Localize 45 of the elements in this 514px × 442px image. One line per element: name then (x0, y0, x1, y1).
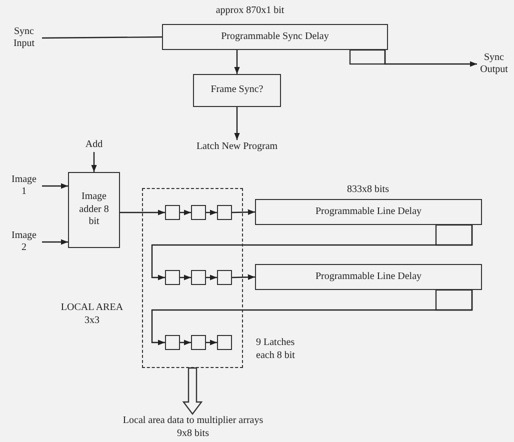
input-label: Image 1 (6, 172, 42, 200)
arrow (120, 210, 165, 216)
process-box: Frame Sync? (193, 74, 281, 107)
latch-box (216, 270, 232, 285)
arrow (42, 183, 68, 189)
arrow (384, 50, 477, 67)
latch-box (164, 270, 180, 285)
arrow (206, 210, 217, 216)
delay-block: Programmable Sync Delay (162, 24, 388, 50)
adder-block: Image adder 8 bit (68, 172, 120, 248)
hollow-arrow (182, 367, 203, 415)
arrow (206, 340, 217, 346)
arrow (234, 107, 240, 140)
arrow (180, 340, 191, 346)
latch-box (190, 270, 206, 285)
arrow (151, 290, 473, 346)
connector-line (42, 36, 162, 39)
input-label: Sync Input (6, 25, 42, 51)
group-label: LOCAL AREA 3x3 (60, 301, 124, 327)
arrow (42, 239, 68, 245)
latch-box (164, 204, 180, 220)
arrow (91, 152, 97, 172)
latch-box (216, 334, 232, 350)
bit-size-note: 833x8 bits (346, 183, 390, 196)
latch-box (164, 334, 180, 350)
arrow (232, 274, 256, 280)
caption-text: 9x8 bits (177, 428, 209, 440)
bit-size-note: approx 870x1 bit (214, 4, 286, 17)
arrow (180, 210, 191, 216)
latch-box (216, 204, 232, 220)
output-label: Latch New Program (187, 140, 287, 154)
output-label: Sync Output (477, 52, 511, 76)
arrow (151, 225, 473, 280)
delay-block: Programmable Line Delay (255, 264, 482, 290)
delay-block: Programmable Line Delay (255, 199, 482, 225)
input-label: Add (82, 138, 106, 152)
arrow (180, 274, 191, 280)
arrow (234, 50, 240, 74)
caption-text: Local area data to multiplier arrays (122, 415, 264, 428)
arrow (206, 274, 217, 280)
latch-note: 9 Latches each 8 bit (256, 336, 296, 362)
input-label: Image 2 (6, 228, 42, 256)
arrow (232, 209, 256, 216)
latch-box (190, 334, 206, 350)
latch-box (190, 204, 206, 220)
